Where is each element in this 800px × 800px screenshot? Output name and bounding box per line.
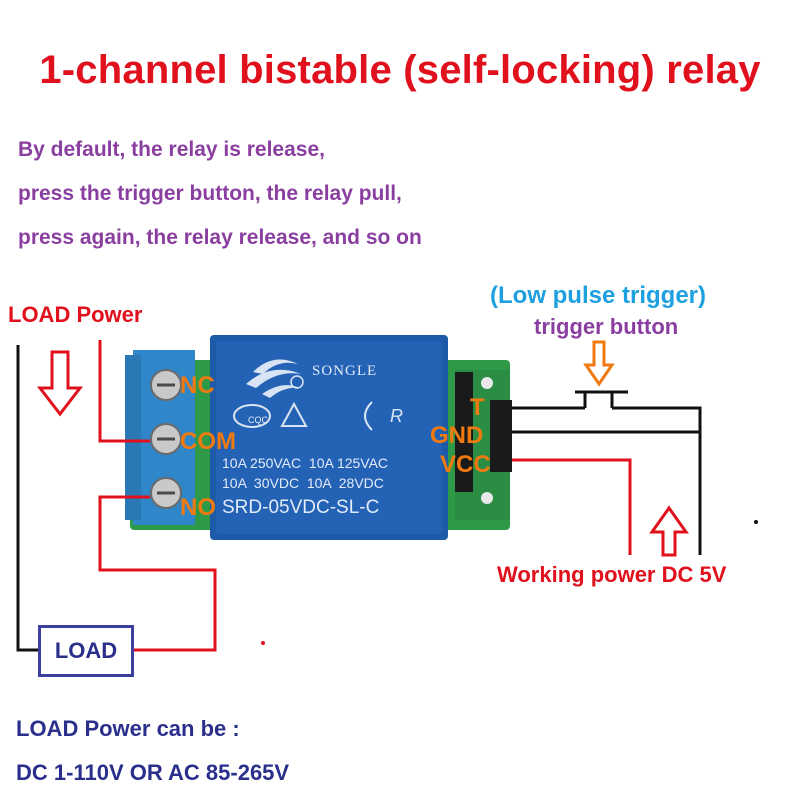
page-title: 1-channel bistable (self-locking) relay [39,48,761,92]
no-wire [98,495,217,652]
pin-vcc-label: VCC [440,451,491,478]
load-power-arrow-icon [36,350,84,417]
load-power-note-line-1: LOAD Power can be : [16,716,240,741]
description-line-1: By default, the relay is release, [18,138,325,161]
load-power-wire-black [16,345,38,652]
working-power-arrow-icon [649,505,689,557]
load-box: LOAD [38,625,134,677]
description-line-2: press the trigger button, the relay pull… [18,182,402,205]
songle-logo [246,359,301,398]
terminal-no-label: NO [180,494,216,521]
svg-text:R: R [390,406,403,426]
load-power-label: LOAD Power [8,302,143,327]
trigger-button-label: trigger button [534,314,679,339]
pin-t-label: T [470,394,485,421]
relay-rating-2: 10A 30VDC 10A 28VDC [222,475,384,491]
load-power-note-line-2: DC 1-110V OR AC 85-265V [16,760,290,785]
terminal-nc-label: NC [180,372,215,399]
pin-header [455,372,473,492]
relay-cert: CQC [248,415,269,425]
control-wires [512,406,702,555]
trigger-button-symbol [575,390,628,408]
working-power-label: Working power DC 5V [497,562,727,587]
trigger-arrow-icon [583,340,615,387]
vcc-wire [512,458,632,555]
relay-rating-1: 10A 250VAC 10A 125VAC [222,455,388,471]
terminal-com-label: COM [180,428,236,455]
trigger-type-label: (Low pulse trigger) [490,282,706,309]
relay-brand: SONGLE [312,363,377,379]
com-wire [98,340,150,443]
relay-model: SRD-05VDC-SL-C [222,497,379,518]
pin-gnd-label: GND [430,422,484,449]
description-line-3: press again, the relay release, and so o… [18,226,422,249]
